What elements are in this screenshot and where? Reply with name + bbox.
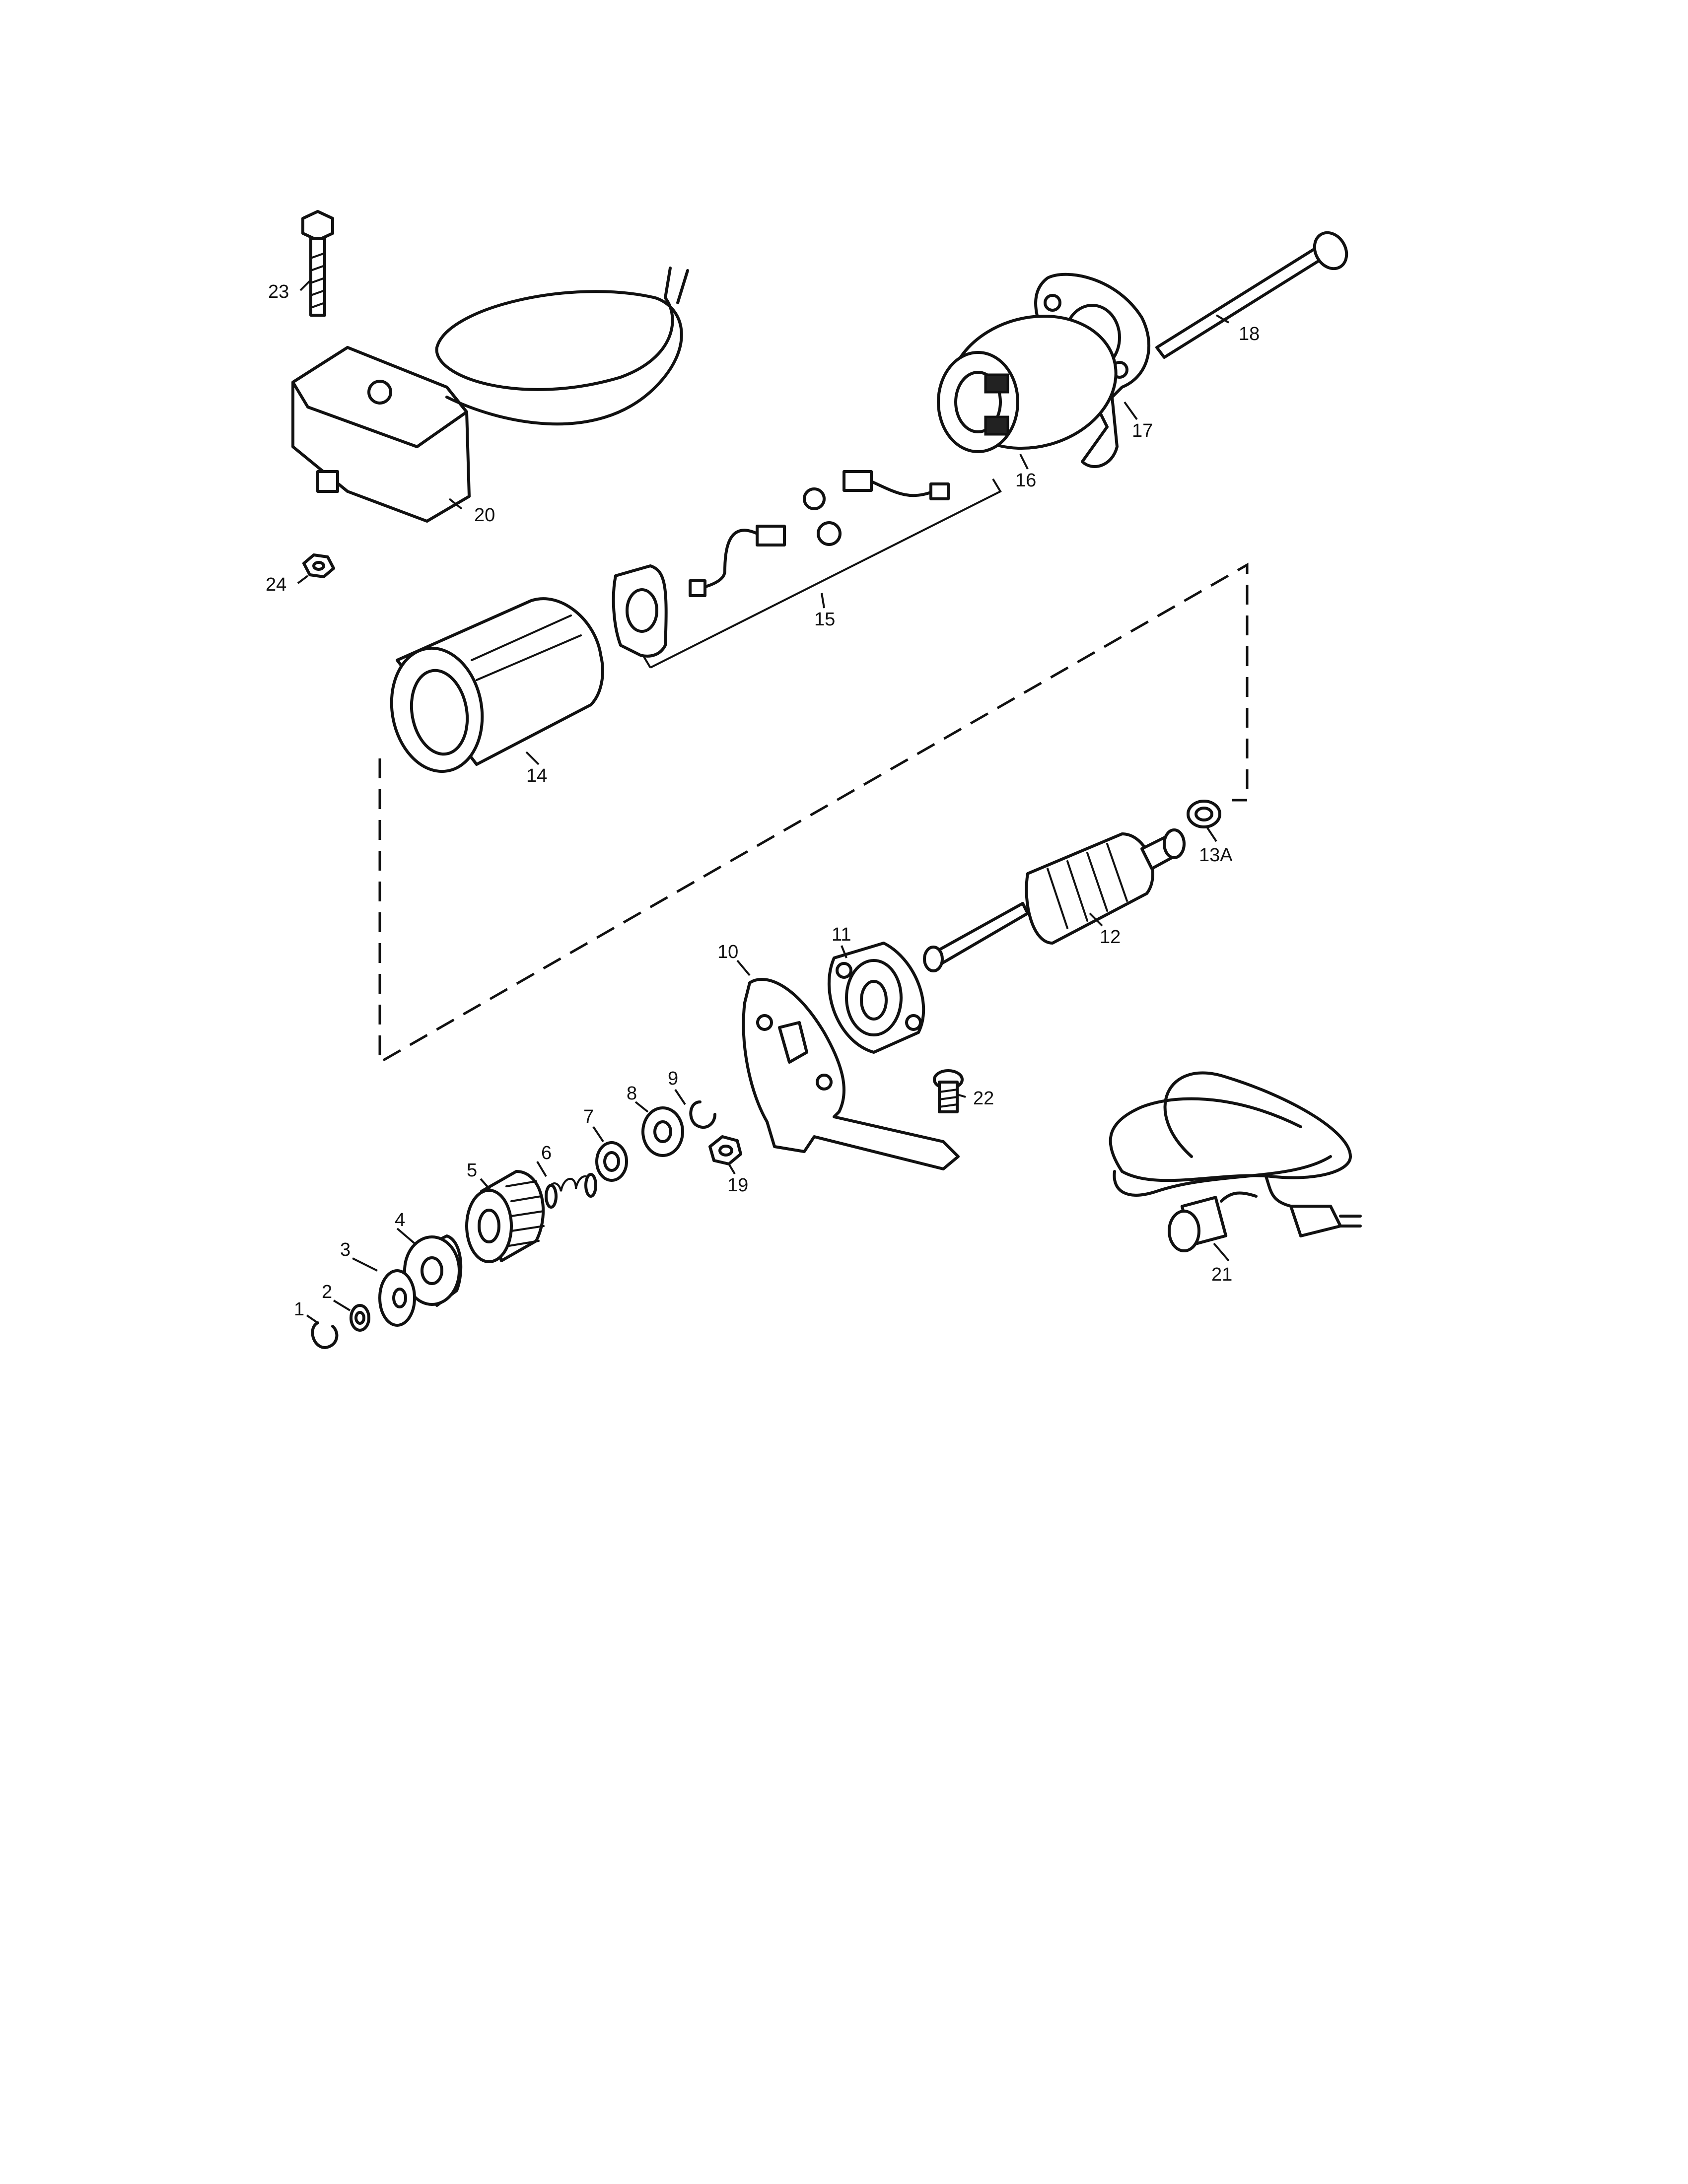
part-6-spring (545, 1173, 597, 1209)
callout-1: 1 (294, 1299, 304, 1320)
part-10-mounting-plate (742, 978, 960, 1170)
callout-16: 16 (1015, 470, 1036, 491)
callout-17: 17 (1132, 420, 1153, 441)
callout-19: 19 (727, 1175, 748, 1196)
part-12-armature (923, 828, 1186, 972)
callout-15: 15 (814, 609, 835, 630)
part-8-washer (641, 1106, 684, 1157)
part-24-nut (302, 553, 335, 578)
part-16-brush-holder (937, 314, 1118, 453)
part-1-retaining-ring (311, 1321, 339, 1349)
callout-5: 5 (467, 1160, 477, 1181)
callout-22: 22 (973, 1088, 994, 1109)
callout-18: 18 (1239, 324, 1260, 344)
part-7-bushing (595, 1141, 628, 1182)
callout-7: 7 (583, 1106, 594, 1127)
callout-13a: 13A (1199, 845, 1233, 866)
callout-6: 6 (541, 1143, 552, 1163)
part-20-switch-box (291, 267, 689, 523)
callout-12: 12 (1100, 927, 1121, 948)
callout-4: 4 (395, 1210, 405, 1230)
callout-20: 20 (474, 505, 495, 526)
callout-leaders (297, 279, 1230, 1324)
part-9-retaining-clip (689, 1100, 716, 1129)
callout-23: 23 (268, 281, 289, 302)
part-21-power-cord (1109, 1071, 1362, 1252)
part-23-bolt (301, 210, 334, 317)
part-15-brush-kit (612, 470, 1002, 669)
part-4-collar (403, 1234, 463, 1307)
callout-8: 8 (627, 1083, 637, 1104)
assembly-dashed-outline (378, 562, 1249, 1065)
callout-2: 2 (322, 1282, 332, 1302)
part-22-screw (933, 1069, 964, 1113)
part-3-washer (378, 1269, 416, 1327)
callout-21: 21 (1211, 1264, 1232, 1285)
part-18-through-bolt (1155, 231, 1348, 359)
callout-9: 9 (668, 1068, 678, 1089)
callout-24: 24 (266, 574, 286, 595)
part-11-end-cap (827, 942, 925, 1054)
part-13a-bearing (1187, 800, 1221, 828)
callout-11: 11 (832, 924, 851, 945)
part-5-drive-gear (465, 1170, 545, 1263)
callout-10: 10 (717, 942, 738, 962)
part-2-washer (350, 1304, 370, 1332)
part-19-nut (708, 1135, 742, 1165)
callout-3: 3 (340, 1239, 351, 1260)
part-14-motor-housing (390, 597, 604, 773)
callout-14: 14 (526, 765, 547, 786)
